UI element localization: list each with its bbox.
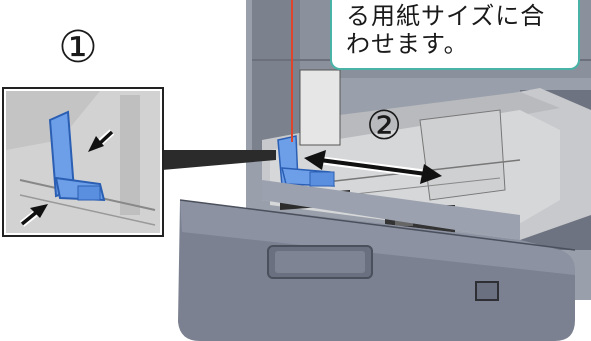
tray-front (178, 180, 576, 341)
double-arrow-icon (304, 150, 442, 184)
callout-line: る用紙サイズに合 (346, 2, 546, 30)
instruction-callout: る用紙サイズに合 わせます。 (330, 0, 580, 70)
inward-arrow-icon (19, 129, 115, 227)
inset-connector (162, 150, 276, 170)
step-2-label: ② (366, 103, 402, 149)
callout-text: る用紙サイズに合 わせます。 (346, 2, 576, 58)
callout-line: わせます。 (346, 30, 469, 58)
inset-detail (2, 87, 164, 237)
step-1-label: ① (58, 22, 98, 73)
paper-guide-icon (277, 135, 336, 187)
